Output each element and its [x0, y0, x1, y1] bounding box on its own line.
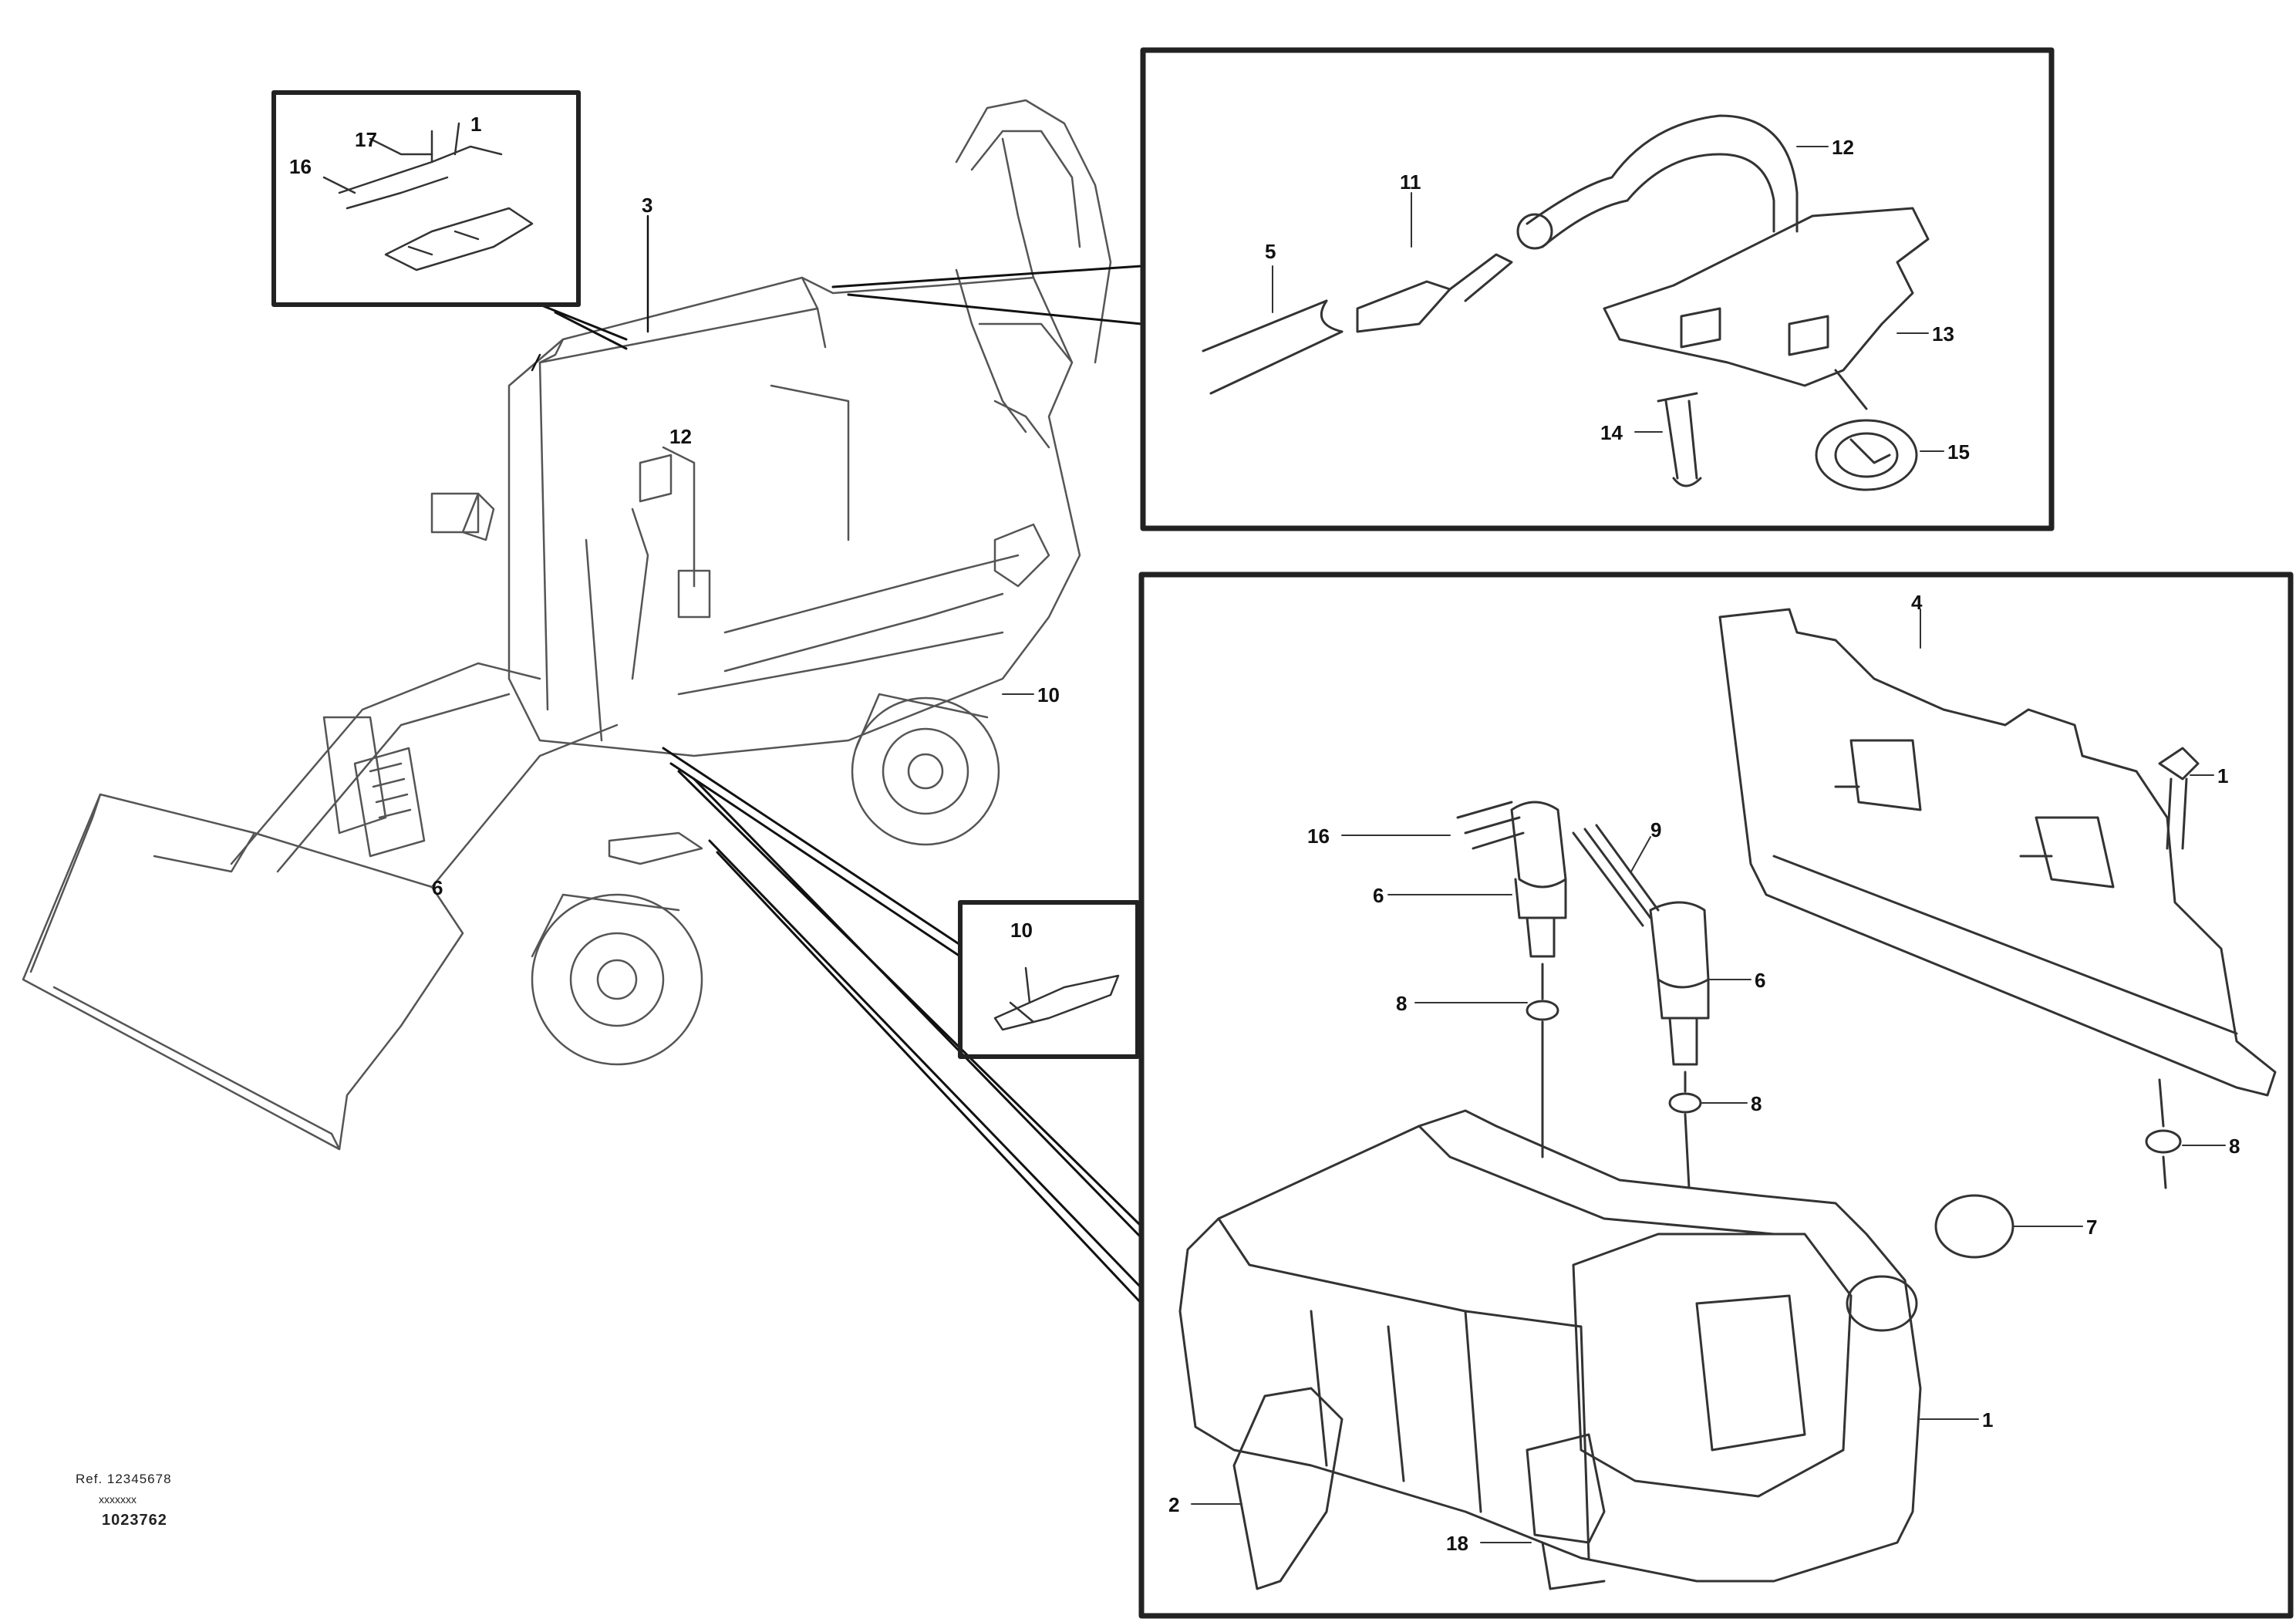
reference-line-1: Ref. 12345678: [76, 1472, 172, 1486]
callout-11: 11: [1400, 170, 1421, 194]
callout-6-left: 6: [1373, 884, 1384, 907]
callout-8-mid: 8: [1751, 1092, 1762, 1115]
drawing-number: 1023762: [102, 1512, 167, 1529]
callout-6: 6: [432, 876, 443, 899]
callout-1: 1: [470, 113, 481, 136]
callout-6-right: 6: [1755, 969, 1765, 992]
callout-5: 5: [1265, 240, 1276, 263]
connector-lines: [531, 214, 1143, 1305]
callout-13: 13: [1932, 322, 1954, 346]
callout-9: 9: [1650, 818, 1661, 841]
callout-1-bottom: 1: [1982, 1408, 1993, 1431]
callout-12: 12: [669, 425, 692, 448]
callout-17: 17: [355, 128, 377, 151]
callout-10-small: 10: [1010, 919, 1033, 942]
callout-10: 10: [1037, 683, 1060, 706]
callout-leaders: [1002, 146, 2226, 1543]
callout-16-big: 16: [1307, 824, 1330, 848]
callout-12-top: 12: [1832, 136, 1854, 159]
inset-small: [958, 900, 1140, 1059]
callout-2: 2: [1168, 1493, 1179, 1516]
callout-8-right: 8: [2229, 1135, 2240, 1158]
callout-1-big: 1: [2217, 764, 2228, 787]
callout-4: 4: [1911, 591, 1923, 614]
callout-7: 7: [2086, 1216, 2097, 1239]
loader-machine-drawing: [22, 99, 1112, 1151]
reference-line-2: xxxxxxx: [99, 1493, 137, 1506]
callout-labels: 17 1 16 3 12 10 6 5 11 12 13 14 15 10 4 …: [289, 113, 2240, 1555]
callout-18: 18: [1446, 1532, 1468, 1555]
drawing-reference: Ref. 12345678 xxxxxxx 1023762: [76, 1472, 245, 1529]
callout-8-left: 8: [1396, 992, 1407, 1015]
callout-3: 3: [642, 194, 652, 217]
inset-top-left: [271, 90, 581, 307]
callout-15: 15: [1947, 440, 1970, 464]
inset-big-washer-reservoir: [1138, 572, 2294, 1619]
callout-16: 16: [289, 155, 312, 178]
callout-14: 14: [1600, 421, 1623, 444]
inset-top-fuel-hose: [1140, 47, 2055, 531]
